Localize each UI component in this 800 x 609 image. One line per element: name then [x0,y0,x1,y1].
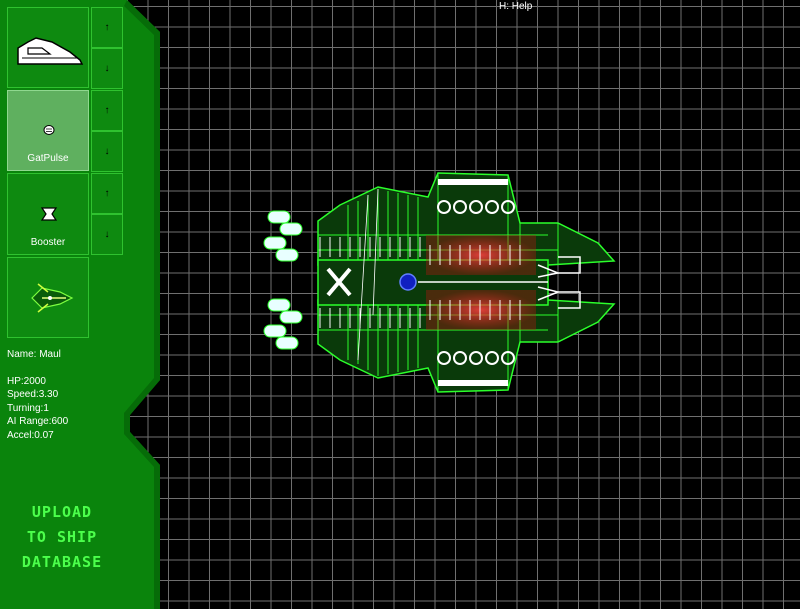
slot-hull[interactable] [7,7,89,88]
upload-line-2: TO SHIP [26,528,98,546]
upload-to-ship-database-button[interactable]: UPLOAD TO SHIP DATABASE [10,500,114,575]
thruster-glow-lower [426,290,536,330]
hull-icon [17,37,84,65]
hull-move-down-button[interactable]: ↓ [91,48,123,89]
ship-speed: Speed:3.30 [7,389,59,401]
slot-ship-preview[interactable] [7,257,89,338]
upload-line-3: DATABASE [21,553,103,571]
slot-gatpulse[interactable]: GatPulse [7,90,89,171]
ship-turning: Turning:1 [7,402,49,414]
ship-accel: Accel:0.07 [7,429,54,441]
ship-preview-icon [31,283,74,313]
booster-move-up-button[interactable]: ↑ [91,173,123,214]
thruster-glow-upper [426,235,536,275]
gatpulse-move-down-button[interactable]: ↓ [91,131,123,172]
ship-blueprint[interactable] [258,165,618,400]
slot-gatpulse-label: GatPulse [27,153,69,164]
gatpulse-icon [43,125,55,135]
gatpulse-move-up-button[interactable]: ↑ [91,90,123,131]
upload-line-1: UPLOAD [31,503,93,521]
ship-ai-range: AI Range:600 [7,416,69,428]
booster-icon [40,207,58,221]
hull-move-up-button[interactable]: ↑ [91,7,123,48]
help-hint: H: Help [499,1,533,12]
ship-stats: Name: Maul HP:2000 Speed:3.30 Turning:1 … [7,348,68,443]
x-marker [326,267,352,297]
slot-booster[interactable]: Booster [7,173,89,255]
ship-hp: HP:2000 [7,375,46,387]
ship-core [399,273,417,291]
slot-booster-label: Booster [30,237,66,248]
ship-name: Name: Maul [7,349,61,360]
booster-move-down-button[interactable]: ↓ [91,214,123,255]
